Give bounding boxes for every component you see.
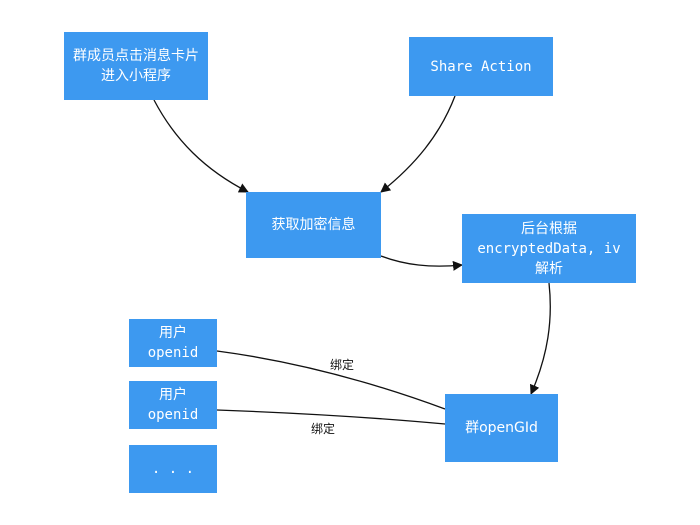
node-user-openid-2-line1: 用户 — [159, 387, 187, 403]
bind-label-1: 绑定 — [330, 357, 354, 372]
node-member-click-line2: 进入小程序 — [101, 68, 171, 84]
node-member-click-line1: 群成员点击消息卡片 — [73, 48, 199, 64]
node-backend-parse: 后台根据 encryptedData, iv 解析 — [462, 214, 636, 283]
node-backend-parse-line1: 后台根据 — [521, 220, 577, 237]
node-get-encrypted: 获取加密信息 — [246, 192, 381, 258]
node-backend-parse-line2: encryptedData, iv — [477, 240, 621, 257]
edge-user1-bind-group — [216, 350, 446, 410]
node-share-action: Share Action — [409, 37, 553, 96]
bind-label-2: 绑定 — [311, 421, 335, 436]
node-more-label: . . . — [151, 461, 195, 477]
node-user-openid-1-line2: openid — [147, 345, 199, 361]
node-user-openid-1: 用户 openid — [129, 319, 217, 367]
node-more: . . . — [129, 445, 217, 493]
edge-encrypted-to-backend — [380, 255, 463, 271]
node-backend-parse-line3: 解析 — [535, 260, 563, 277]
node-user-openid-2-line2: openid — [147, 407, 199, 423]
node-group-opengid: 群openGId — [445, 394, 558, 462]
edge-share-to-encrypted — [380, 95, 456, 193]
node-user-openid-1-line1: 用户 — [159, 325, 187, 341]
node-get-encrypted-label: 获取加密信息 — [271, 217, 356, 233]
node-group-opengid-label: 群openGId — [465, 420, 538, 436]
edge-backend-to-group — [530, 282, 551, 395]
node-share-action-label: Share Action — [430, 58, 532, 75]
node-member-click: 群成员点击消息卡片 进入小程序 — [64, 32, 208, 100]
node-user-openid-2: 用户 openid — [129, 381, 217, 429]
edge-member-to-encrypted — [153, 99, 249, 193]
edge-user2-bind-group — [216, 409, 446, 425]
